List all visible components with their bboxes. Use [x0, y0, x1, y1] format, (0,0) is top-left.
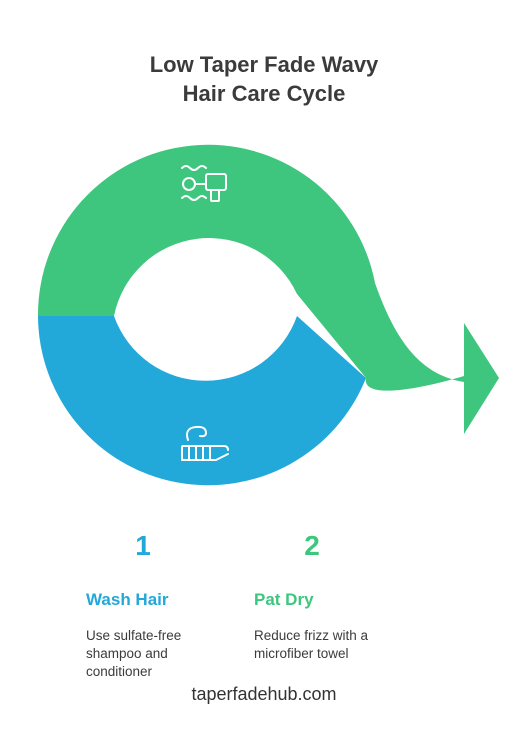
step-1-description: Use sulfate-free shampoo and conditioner	[86, 627, 181, 681]
toothbrush-icon	[181, 425, 229, 461]
diagram-title: Low Taper Fade Wavy Hair Care Cycle	[0, 50, 528, 108]
wash-hair-segment	[38, 316, 366, 486]
step-1-title: Wash Hair	[86, 590, 169, 609]
step-1-desc-line: Use sulfate-free	[86, 628, 182, 643]
step-1-desc-line: conditioner	[86, 664, 153, 679]
hair-dryer-icon	[181, 165, 227, 202]
pat-dry-segment	[37, 144, 499, 434]
step-1-desc-line: shampoo and	[86, 646, 168, 661]
step-1-number: 1	[135, 530, 151, 561]
step-2-title: Pat Dry	[254, 590, 314, 609]
step-2-number: 2	[304, 530, 320, 561]
footer-website: taperfadehub.com	[191, 684, 337, 704]
step-2-description: Reduce frizz with a microfiber towel	[254, 627, 368, 663]
step-2-desc-line: microfiber towel	[254, 646, 349, 661]
step-2-desc-line: Reduce frizz with a	[254, 628, 369, 643]
title-line-2: Hair Care Cycle	[182, 81, 346, 106]
title-line-1: Low Taper Fade Wavy	[149, 52, 379, 77]
